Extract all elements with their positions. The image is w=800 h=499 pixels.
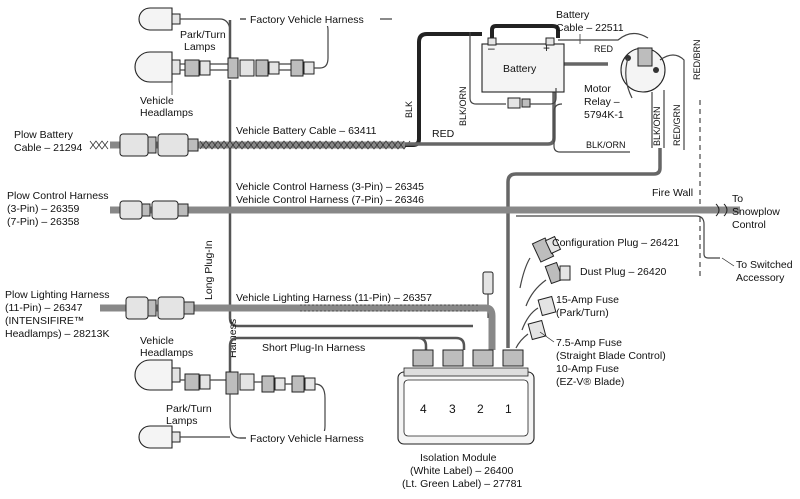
plow-control-harness (110, 200, 740, 220)
wire-blk-orn-relay-label: BLK/ORN (652, 106, 662, 146)
wire-red-main-label: RED (432, 128, 455, 140)
vehicle-headlamp-bottom (134, 359, 173, 391)
park-turn-lamp-top (138, 7, 173, 31)
battery-pos-terminal: + (543, 41, 550, 55)
bottom-lamp-group: Factory Vehicle Harness (134, 359, 380, 449)
fuse-75-group (515, 319, 547, 349)
fuse-15-group (521, 295, 557, 331)
fire-wall-label: Fire Wall (652, 187, 693, 199)
config-plug-group (519, 235, 562, 289)
vehicle-headlamp-top (134, 51, 173, 83)
vehicle-battery-cable: Vehicle Battery Cable – 63411 (89, 125, 411, 157)
module-port-1: 1 (505, 402, 512, 416)
vehicle-lighting-harness-label: Vehicle Lighting Harness (11-Pin) – 2635… (236, 292, 432, 304)
wire-red-brn-label: RED/BRN (692, 39, 702, 80)
module-port-4: 4 (420, 402, 427, 416)
isolation-module: 4 3 2 1 (397, 349, 535, 445)
wire-blk-label: BLK (404, 101, 414, 118)
fuse-75-label: 7.5-Amp Fuse(Straight Blade Control) (556, 337, 666, 362)
vehicle-battery-cable-label: Vehicle Battery Cable – 63411 (236, 125, 377, 137)
vehicle-control-harness-7-label: Vehicle Control Harness (7-Pin) – 26346 (236, 194, 424, 206)
module-port-2: 2 (477, 402, 484, 416)
dust-plug-label: Dust Plug – 26420 (580, 266, 667, 278)
plow-control-harness-label: Plow Control Harness(3-Pin) – 26359(7-Pi… (7, 190, 109, 228)
isolation-module-label: Isolation Module(White Label) – 26400(Lt… (402, 452, 522, 490)
plow-lighting-harness-label: Plow Lighting Harness(11-Pin) – 26347(IN… (5, 289, 109, 340)
wire-blk-orn-left-label: BLK/ORN (458, 86, 468, 126)
short-plug-in-harness-label: Short Plug-In Harness (262, 342, 365, 354)
plow-lighting-harness (100, 296, 496, 350)
battery: Battery – + (481, 37, 565, 93)
wire-red-relay-label: RED (594, 44, 614, 54)
factory-vehicle-harness-bottom-label: Factory Vehicle Harness (250, 433, 364, 445)
vehicle-control-harness-3-label: Vehicle Control Harness (3-Pin) – 26345 (236, 181, 424, 193)
park-turn-lamp-bottom (138, 425, 173, 449)
factory-vehicle-harness-top-label: Factory Vehicle Harness (250, 14, 364, 26)
motor-relay (620, 47, 666, 99)
battery-label: Battery (503, 63, 537, 75)
wire-blk-orn-bottom-label: BLK/ORN (586, 140, 626, 150)
configuration-plug-label: Configuration Plug – 26421 (552, 237, 679, 249)
fuse-15-label: 15-Amp Fuse(Park/Turn) (556, 294, 619, 319)
battery-neg-terminal: – (488, 41, 495, 55)
module-port-3: 3 (449, 402, 456, 416)
dust-plug-group (525, 261, 571, 307)
fuse-10-label: 10-Amp Fuse(EZ-V® Blade) (556, 363, 624, 388)
wire-red-grn-label: RED/GRN (672, 104, 682, 146)
